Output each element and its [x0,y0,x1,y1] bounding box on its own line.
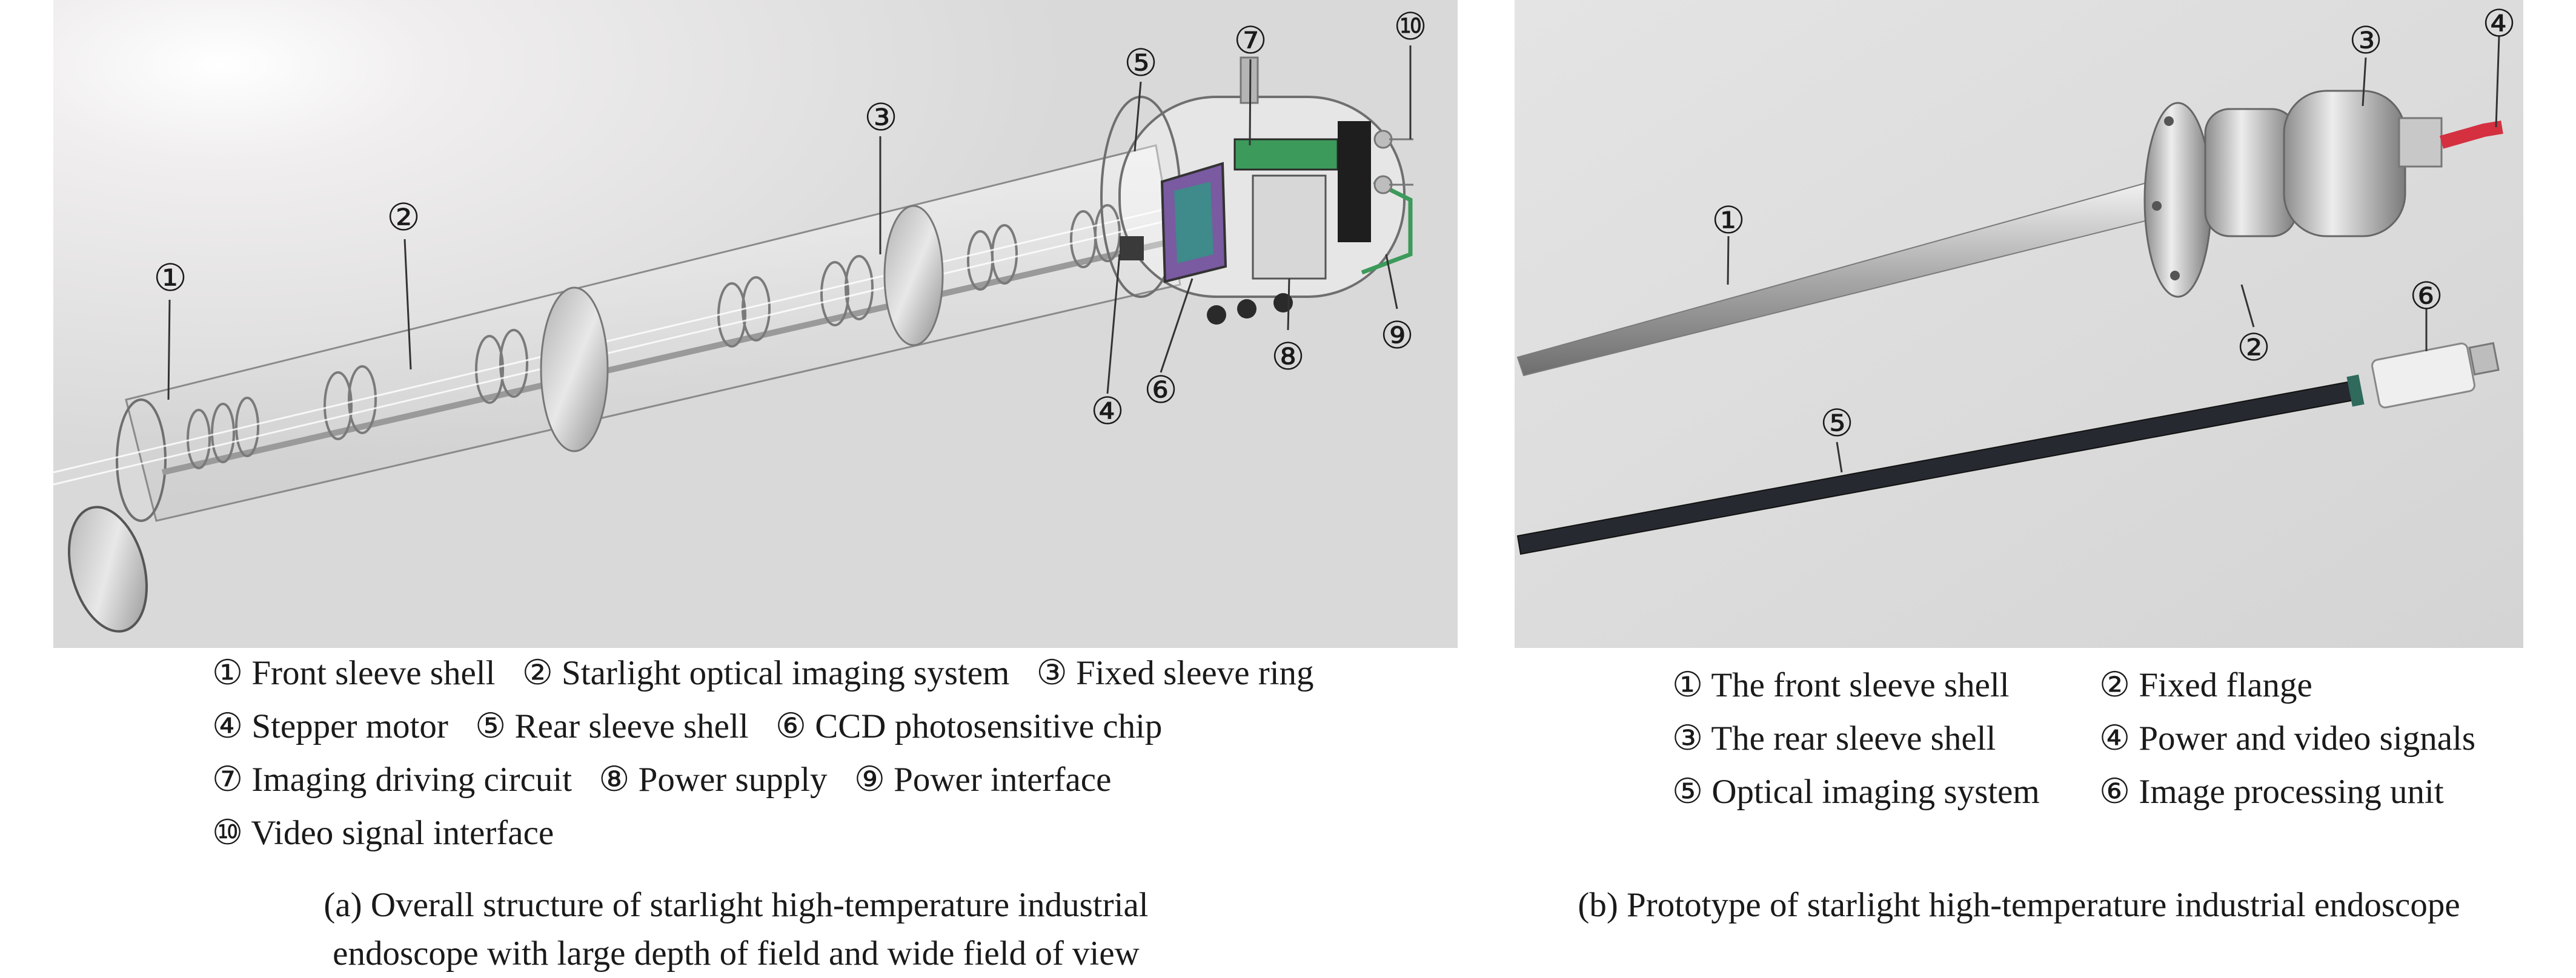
callout-10: ⑩ [1393,7,1427,48]
legend-row: ③ The rear sleeve shell ④ Power and vide… [1672,712,2475,765]
legend-item: ⑥ CCD photosensitive chip [775,707,1163,745]
callout-b-2: ② [2237,328,2271,369]
rear-sleeve-shell-photo [2204,90,2443,237]
power-video-cable [2439,121,2503,149]
image-processing-unit-photo [2371,342,2500,409]
legend-item: ⑩ Video signal interface [212,814,554,852]
front-mirror-disk [67,506,148,633]
leader-lines-b [1727,36,2500,473]
legend-row: ① The front sleeve shell ② Fixed flange [1672,659,2475,712]
legend-item: ④ Stepper motor [212,707,448,745]
legend-item: ③ The rear sleeve shell [1672,719,1996,758]
prototype-photo-panel: ① ② ③ ④ ⑤ ⑥ [1515,0,2523,648]
prototype-legend: ① The front sleeve shell ② Fixed flange … [1672,659,2475,819]
callout-9: ⑨ [1380,316,1414,357]
legend-item: ⑤ Rear sleeve shell [475,707,749,745]
caption-a-line1: (a) Overall structure of starlight high-… [324,886,1149,924]
structure-diagram-panel: ① ② ③ ④ ⑤ ⑥ ⑦ ⑧ ⑨ ⑩ [53,0,1458,648]
leader-lines [167,45,1412,400]
callout-5: ⑤ [1124,43,1158,84]
endoscope-structure-illustration: ① ② ③ ④ ⑤ ⑥ ⑦ ⑧ ⑨ ⑩ [53,0,1458,648]
callout-b-4: ④ [2482,4,2516,45]
callout-b-6: ⑥ [2409,276,2443,317]
callout-b-5: ⑤ [1820,403,1854,444]
caption-b: (b) Prototype of starlight high-temperat… [1578,886,2460,924]
imaging-driving-circuit [1233,138,1339,171]
callout-b-3: ③ [2349,21,2383,62]
legend-row: ① Front sleeve shell ② Starlight optical… [212,647,1332,700]
callout-3: ③ [864,97,898,139]
legend-item: ① Front sleeve shell [212,654,496,692]
video-signal-interface [1373,130,1413,194]
optical-imaging-system [53,199,1205,486]
legend-item: ⑨ Power interface [854,761,1112,799]
legend-item: ⑥ Image processing unit [2099,773,2444,811]
fixed-sleeve-ring [540,205,944,452]
callout-7: ⑦ [1233,21,1267,62]
callout-1: ① [153,258,187,299]
caption-a: (a) Overall structure of starlight high-… [176,881,1296,978]
caption-a-line2: endoscope with large depth of field and … [333,934,1140,973]
legend-row: ⑩ Video signal interface [212,807,1332,860]
power-interface-block [1338,121,1371,242]
legend-item: ③ Fixed sleeve ring [1036,654,1314,692]
legend-row: ⑦ Imaging driving circuit ⑧ Power supply… [212,753,1332,807]
legend-item: ② Fixed flange [2099,666,2312,704]
stepper-motor [1120,236,1144,260]
callout-6: ⑥ [1144,370,1178,411]
structure-legend: ① Front sleeve shell ② Starlight optical… [212,647,1332,860]
callout-2: ② [387,197,420,239]
legend-item: ⑤ Optical imaging system [1672,773,2040,811]
legend-item: ⑧ Power supply [599,761,828,799]
legend-row: ④ Stepper motor ⑤ Rear sleeve shell ⑥ CC… [212,700,1332,753]
endoscope-prototype-illustration: ① ② ③ ④ ⑤ ⑥ [1515,0,2523,648]
legend-item: ② Starlight optical imaging system [522,654,1010,692]
legend-item: ④ Power and video signals [2099,719,2476,758]
legend-item: ① The front sleeve shell [1672,666,2010,704]
callout-8: ⑧ [1271,337,1305,378]
ccd-chip [1160,162,1227,283]
power-interface-cable [1361,179,1413,275]
fixed-flange-photo [2143,102,2213,298]
legend-item: ⑦ Imaging driving circuit [212,761,573,799]
sleeve-ring-green [2346,374,2365,407]
power-supply [1252,174,1327,280]
legend-row: ⑤ Optical imaging system ⑥ Image process… [1672,765,2475,819]
callout-4: ④ [1090,391,1124,432]
callout-b-1: ① [1711,200,1745,242]
